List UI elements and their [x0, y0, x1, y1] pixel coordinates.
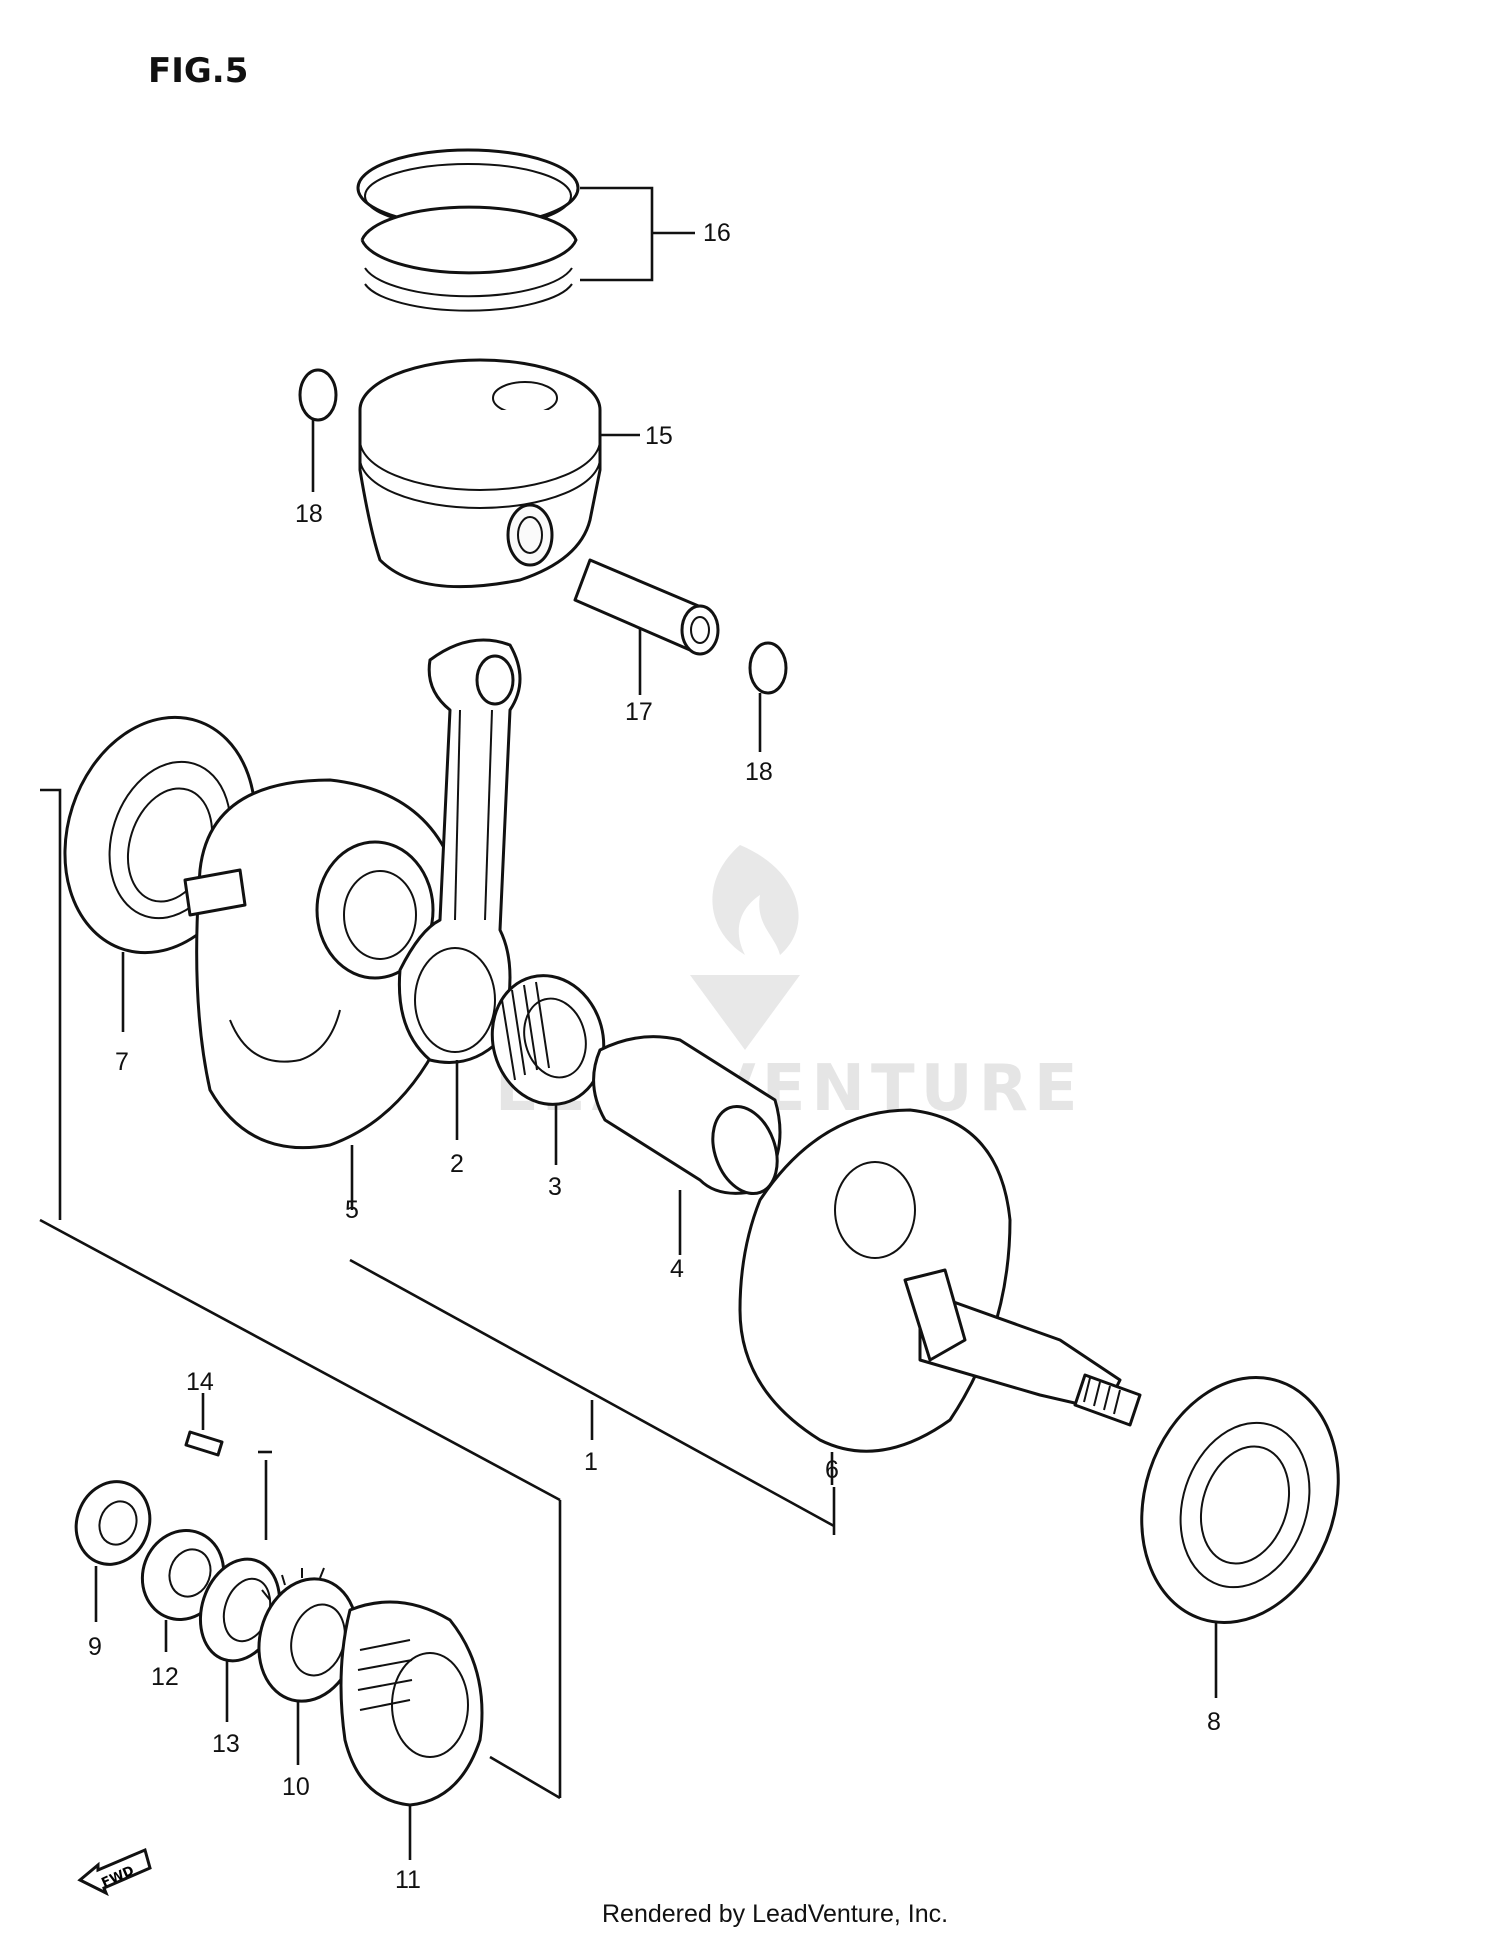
callout-14: 14: [186, 1368, 214, 1396]
piston-pin: [573, 558, 720, 695]
piston-pin-circlip-left: [298, 368, 338, 492]
callout-8: 8: [1207, 1708, 1221, 1736]
piston-pin-circlip-right: [748, 641, 788, 752]
callout-1: 1: [584, 1448, 598, 1476]
callout-13: 13: [212, 1730, 240, 1758]
callout-18-left: 18: [295, 500, 323, 528]
key: [184, 1393, 224, 1457]
callout-7: 7: [115, 1048, 129, 1076]
callout-9: 9: [88, 1633, 102, 1661]
primary-drive-gear-outer: [339, 1600, 484, 1860]
left-crank-web: [183, 778, 460, 1210]
needle-bearing: [490, 974, 606, 1165]
callout-18-right: 18: [745, 758, 773, 786]
callout-6: 6: [825, 1456, 839, 1484]
assembly-bracket: [39, 788, 836, 1800]
piston-ring-set: [356, 148, 695, 312]
oil-seal: [74, 1480, 152, 1622]
connecting-rod: [397, 638, 522, 1140]
right-crank-bearing: [1140, 1376, 1340, 1698]
figure-title: FIG.5: [148, 51, 248, 91]
crank-pin: [592, 1035, 782, 1255]
callout-2: 2: [450, 1150, 464, 1178]
callout-labels: 16 15 18 17 18 7 2 3 5 4 14 1 6 9 12 8 1…: [88, 219, 1221, 1894]
callout-16: 16: [703, 219, 731, 247]
callout-5: 5: [345, 1196, 359, 1224]
piston: [358, 358, 640, 589]
footer-credit: Rendered by LeadVenture, Inc.: [602, 1900, 948, 1928]
callout-4: 4: [670, 1255, 684, 1283]
callout-11: 11: [395, 1866, 421, 1894]
callout-10: 10: [282, 1773, 310, 1801]
fwd-arrow-icon: FWD: [77, 1847, 152, 1897]
callout-15: 15: [645, 422, 673, 450]
callout-12: 12: [151, 1663, 179, 1691]
right-crank-web: [738, 1108, 1142, 1485]
callout-17: 17: [625, 698, 653, 726]
callout-3: 3: [548, 1173, 562, 1201]
